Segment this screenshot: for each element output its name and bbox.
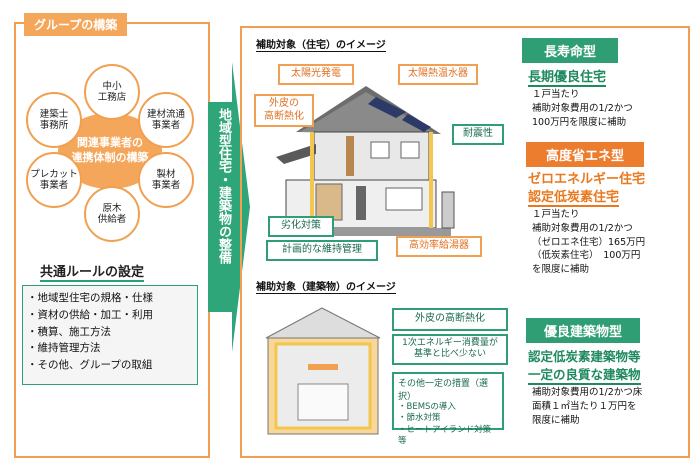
label-deterioration: 劣化対策 <box>268 216 334 237</box>
other-item: ・節水対策 <box>398 413 441 424</box>
type2-desc-line: （低炭素住宅） 100万円 <box>532 250 641 262</box>
rule-item: ・地域型住宅の規格・仕様 <box>27 292 153 304</box>
flow-arrow <box>208 62 250 352</box>
type3-desc-line: 面積１㎡当たり１万円を <box>532 400 637 412</box>
house-caption: 補助対象（住宅）のイメージ <box>256 36 386 52</box>
rules-title: 共通ルールの設定 <box>40 261 145 282</box>
rules-box: ・地域型住宅の規格・仕様 ・資材の供給・加工・利用 ・積算、施工方法 ・維持管理… <box>22 285 198 385</box>
satellite-distributor: 建材流通 事業者 <box>138 92 194 148</box>
type1-header: 長寿命型 <box>522 38 618 63</box>
label-insulation: 外皮の 高断熱化 <box>254 94 314 127</box>
type3-name2: 一定の良質な建築物 <box>528 364 641 385</box>
building-illustration <box>265 307 381 435</box>
rule-item: ・維持管理方法 <box>27 342 101 355</box>
other-measures-box: その他一定の措置（選択） ・BEMSの導入 ・節水対策 ・ヒートアイランド対策 … <box>392 372 504 446</box>
right-panel-frame <box>240 26 690 458</box>
rule-item: ・積算、施工方法 <box>27 325 111 338</box>
other-item: ・BEMSの導入 <box>398 402 456 412</box>
type2-desc-line: を限度に補助 <box>532 264 590 276</box>
type1-desc-line: 補助対象費用の1/2かつ <box>532 102 633 114</box>
label-primary-energy: 1次エネルギー消費量が 基準と比べ少ない <box>392 334 508 365</box>
type1-name: 長期優良住宅 <box>528 66 607 87</box>
type2-desc-line: １戸当たり <box>532 209 580 220</box>
label-solar-pv: 太陽光発電 <box>278 64 354 85</box>
type1-desc: １戸当たり 補助対象費用の1/2かつ 100万円を限度に補助 <box>532 88 633 129</box>
type2-name1: ゼロエネルギー住宅 <box>528 172 646 187</box>
satellite-sawmill: 製材 事業者 <box>138 152 194 208</box>
type2-desc: １戸当たり 補助対象費用の1/2かつ （ゼロエネ住宅）165万円 （低炭素住宅）… <box>532 208 645 277</box>
type3-desc-line: 限度に補助 <box>532 414 580 426</box>
house-illustration <box>276 86 455 236</box>
group-title-tag: グループの構築 <box>24 13 128 36</box>
other-measures-title: その他一定の措置（選択） <box>398 379 489 402</box>
building-caption: 補助対象（建築物）のイメージ <box>256 278 396 294</box>
label-maintenance: 計画的な維持管理 <box>266 240 378 261</box>
rule-item: ・資材の供給・加工・利用 <box>27 308 153 321</box>
label-solar-water: 太陽熱温水器 <box>398 64 478 85</box>
type3-header: 優良建築物型 <box>526 318 640 343</box>
type3-desc: 補助対象費用の1/2かつ床 面積１㎡当たり１万円を 限度に補助 <box>532 386 642 427</box>
label-water-heater: 高効率給湯器 <box>396 236 482 257</box>
arrow-text: 地域型住宅・建築物の整備 <box>216 108 231 264</box>
type3-name1: 認定低炭素建築物等 <box>528 349 641 364</box>
type3-desc-line: 補助対象費用の1/2かつ床 <box>532 387 643 398</box>
other-item: ・ヒートアイランド対策 等 <box>398 424 500 447</box>
type1-desc-line: １戸当たり <box>532 89 580 100</box>
type2-desc-line: 補助対象費用の1/2かつ <box>532 222 633 234</box>
label-building-insulation: 外皮の高断熱化 <box>392 308 508 331</box>
satellite-log-supplier: 原木 供給者 <box>84 186 140 242</box>
label-seismic: 耐震性 <box>452 124 504 145</box>
type2-header: 高度省エネ型 <box>526 142 644 167</box>
satellite-architect: 建築士 事務所 <box>26 92 82 148</box>
satellite-precut: プレカット 事業者 <box>26 152 82 208</box>
rule-item: ・その他、グループの取組 <box>27 359 153 372</box>
type1-desc-line: 100万円を限度に補助 <box>532 116 627 128</box>
type2-desc-line: （ゼロエネ住宅）165万円 <box>532 236 646 248</box>
type2-name2: 認定低炭素住宅 <box>528 186 620 207</box>
satellite-builder: 中小 工務店 <box>84 64 140 120</box>
